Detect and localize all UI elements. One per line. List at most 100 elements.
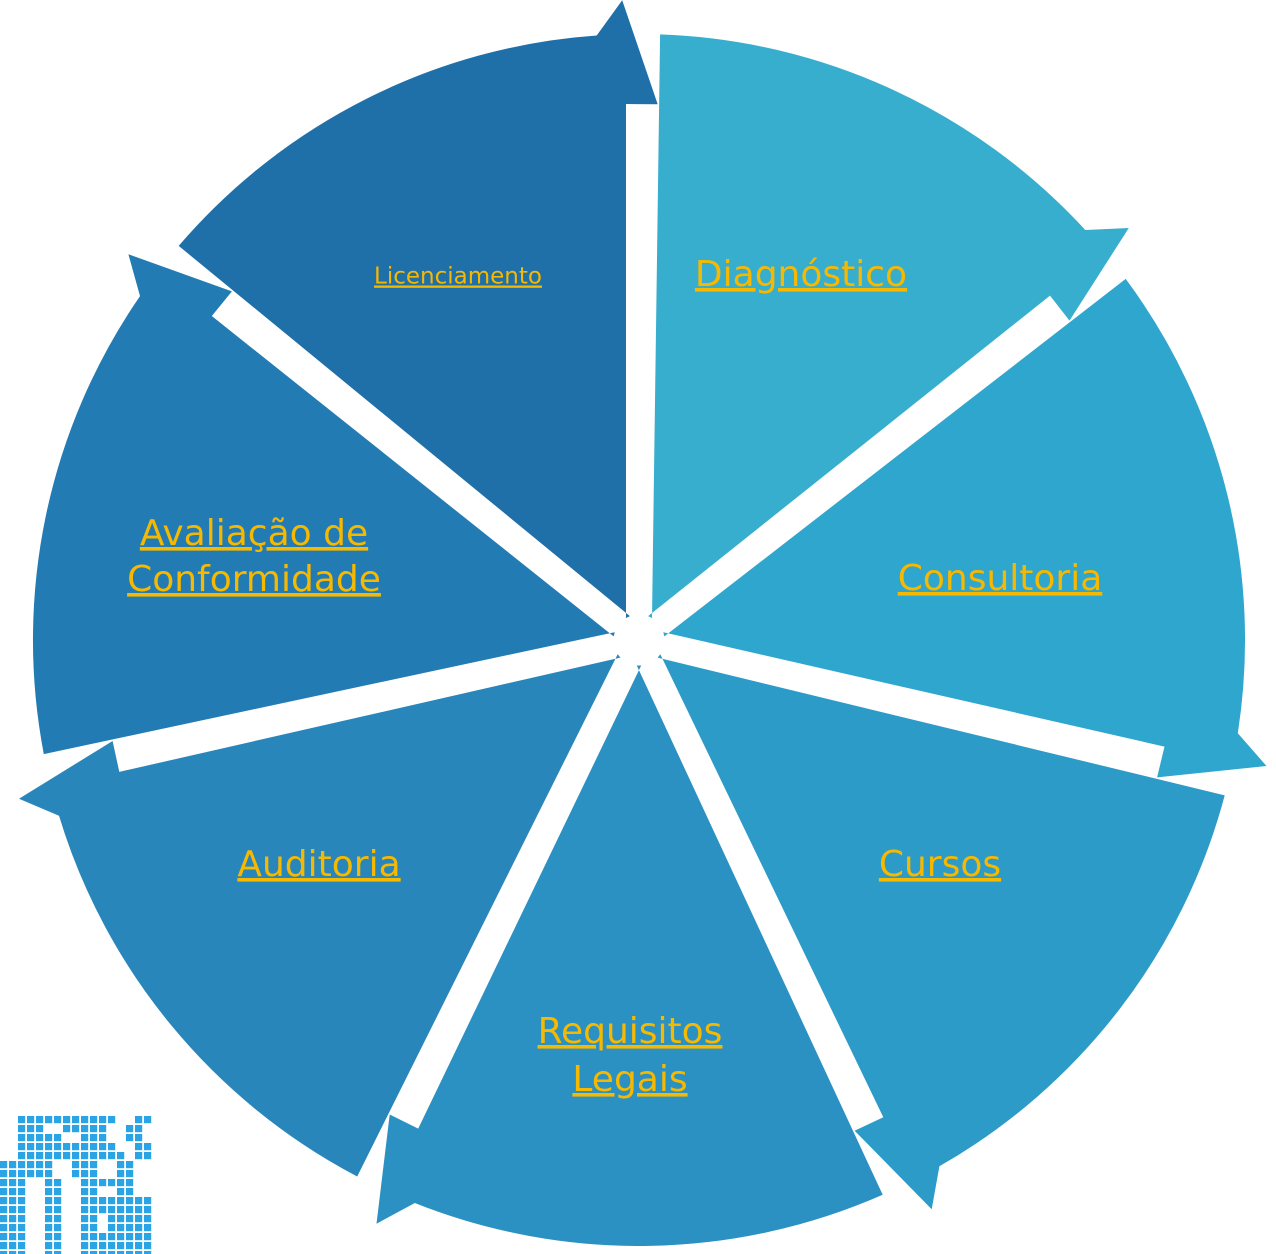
logo-pixel — [117, 1161, 125, 1169]
logo-pixel — [117, 1188, 125, 1196]
logo-pixel — [9, 1170, 17, 1178]
logo-pixel — [45, 1215, 53, 1223]
logo-pixel — [36, 1152, 44, 1160]
logo-pixel — [0, 1215, 8, 1223]
logo-pixel — [27, 1170, 35, 1178]
logo-pixel — [117, 1206, 125, 1214]
logo-pixel — [144, 1206, 152, 1214]
logo-pixel — [0, 1197, 8, 1205]
logo-pixel — [99, 1116, 107, 1124]
logo-pixel — [45, 1152, 53, 1160]
logo-pixel — [72, 1116, 80, 1124]
segment-label[interactable]: Avaliação de — [140, 513, 368, 554]
logo-pixel — [108, 1197, 116, 1205]
logo-pixel — [90, 1197, 98, 1205]
logo-pixel — [144, 1224, 152, 1232]
logo-pixel — [90, 1215, 98, 1223]
segment-label[interactable]: Requisitos — [538, 1011, 723, 1052]
labels-layer: DiagnósticoConsultoriaCursosRequisitosLe… — [127, 254, 1102, 1100]
logo-pixel — [135, 1251, 143, 1254]
logo-pixel — [117, 1179, 125, 1187]
segment-link[interactable]: Avaliação de Conformidade — [127, 513, 381, 600]
logo-pixel — [135, 1215, 143, 1223]
logo-pixel — [54, 1179, 62, 1187]
logo-pixel — [99, 1125, 107, 1133]
logo-pixel — [135, 1224, 143, 1232]
logo-pixel — [126, 1161, 134, 1169]
logo-pixel — [18, 1152, 26, 1160]
logo-pixel — [126, 1233, 134, 1241]
logo-pixel — [99, 1134, 107, 1142]
logo-pixel — [18, 1215, 26, 1223]
logo-pixel — [126, 1134, 134, 1142]
logo-pixel — [18, 1251, 26, 1254]
cycle-segment — [663, 278, 1267, 778]
logo-pixel — [45, 1161, 53, 1169]
logo-pixel — [81, 1233, 89, 1241]
logo-pixel — [117, 1242, 125, 1250]
logo-pixel — [126, 1188, 134, 1196]
logo-pixel — [81, 1215, 89, 1223]
logo-pixel — [18, 1134, 26, 1142]
logo-pixel — [0, 1206, 8, 1214]
logo-pixel — [108, 1233, 116, 1241]
logo-pixel — [108, 1224, 116, 1232]
logo-pixel — [36, 1143, 44, 1151]
logo-pixel — [126, 1242, 134, 1250]
logo-pixel — [0, 1251, 8, 1254]
logo-pixel — [81, 1170, 89, 1178]
segment-link[interactable]: Consultoria — [898, 558, 1103, 599]
logo-pixel — [81, 1179, 89, 1187]
segments-layer — [19, 0, 1267, 1246]
cycle-segment — [19, 654, 621, 1177]
logo-pixel — [81, 1242, 89, 1250]
segment-link[interactable]: Licenciamento — [374, 264, 542, 290]
logo-pixel — [81, 1251, 89, 1254]
logo-pixel — [81, 1206, 89, 1214]
segment-label[interactable]: Conformidade — [127, 559, 381, 600]
logo-pixel — [99, 1143, 107, 1151]
logo-pixel — [72, 1170, 80, 1178]
logo-pixel — [99, 1242, 107, 1250]
logo-pixel — [144, 1116, 152, 1124]
logo-pixel — [18, 1116, 26, 1124]
segment-link[interactable]: Diagnóstico — [695, 254, 907, 295]
segment-label[interactable]: Legais — [572, 1059, 687, 1100]
logo-pixel — [144, 1152, 152, 1160]
segment-label[interactable]: Auditoria — [237, 844, 400, 885]
segment-link[interactable]: Cursos — [879, 844, 1001, 885]
logo-pixel — [9, 1215, 17, 1223]
logo-pixel — [81, 1125, 89, 1133]
logo-pixel — [18, 1224, 26, 1232]
segment-label[interactable]: Licenciamento — [374, 264, 542, 290]
logo-pixel — [108, 1179, 116, 1187]
logo-pixel — [45, 1233, 53, 1241]
logo-pixel — [63, 1143, 71, 1151]
segment-label[interactable]: Diagnóstico — [695, 254, 907, 295]
logo-pixel — [81, 1188, 89, 1196]
logo-pixel — [99, 1197, 107, 1205]
logo-pixel — [72, 1143, 80, 1151]
segment-link[interactable]: Auditoria — [237, 844, 400, 885]
logo-pixel — [18, 1143, 26, 1151]
logo-pixel — [18, 1197, 26, 1205]
segment-label[interactable]: Consultoria — [898, 558, 1103, 599]
logo-pixel — [108, 1242, 116, 1250]
logo-pixel — [135, 1134, 143, 1142]
logo-pixel — [0, 1233, 8, 1241]
logo-pixel — [126, 1206, 134, 1214]
pixel-grid-logo-icon — [0, 1116, 152, 1254]
segment-label[interactable]: Cursos — [879, 844, 1001, 885]
logo-pixel — [45, 1170, 53, 1178]
logo-pixel — [45, 1197, 53, 1205]
logo-pixel — [135, 1206, 143, 1214]
logo-pixel — [99, 1152, 107, 1160]
logo-pixel — [18, 1179, 26, 1187]
cycle-segment — [32, 254, 615, 755]
logo-pixel — [117, 1224, 125, 1232]
logo-pixel — [18, 1170, 26, 1178]
logo-pixel — [18, 1125, 26, 1133]
cycle-segment — [178, 0, 658, 618]
logo-pixel — [9, 1251, 17, 1254]
